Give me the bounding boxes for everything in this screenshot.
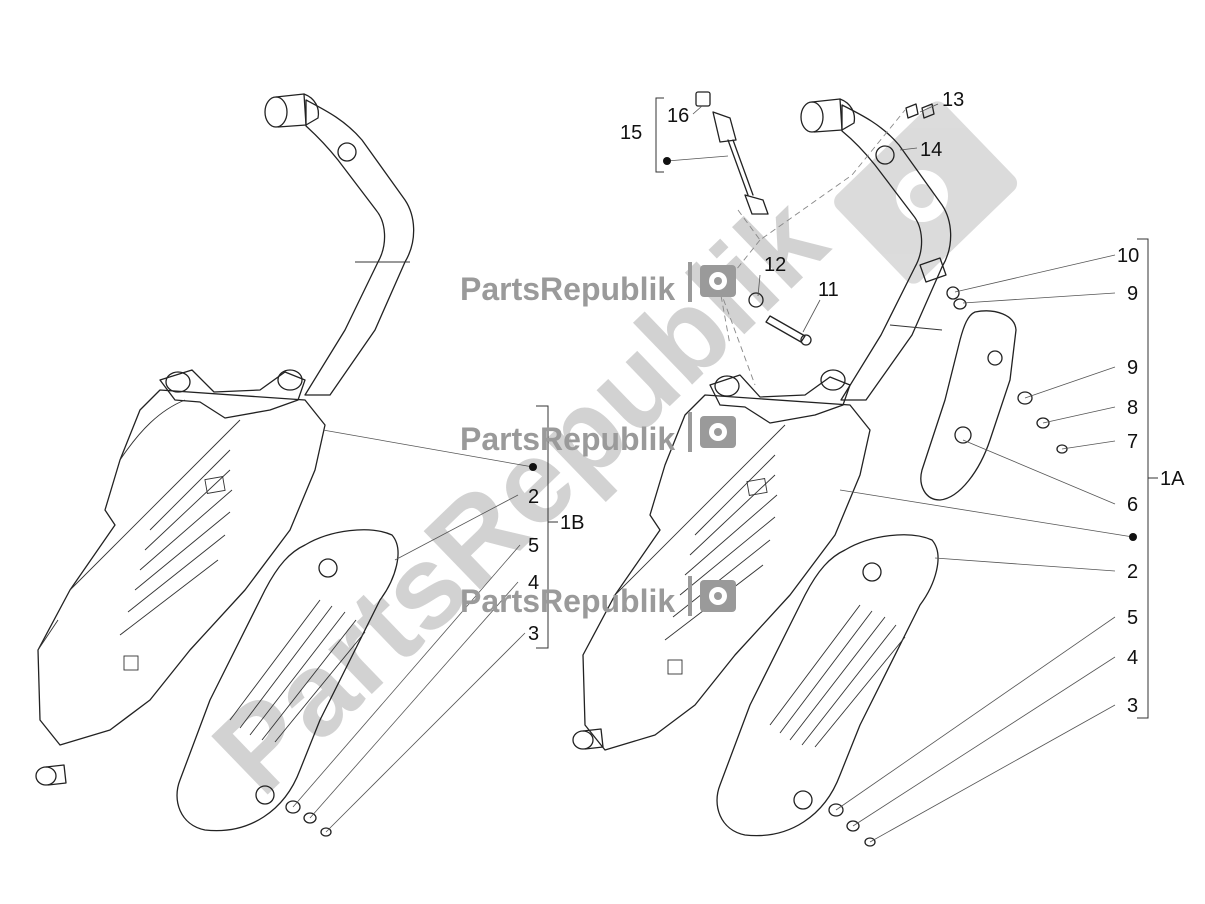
- watermark-text: PartsRepublik: [460, 583, 675, 619]
- left-exhaust-assembly: [35, 93, 415, 837]
- left-muffler-body: [37, 389, 326, 746]
- callout-8: 8: [1127, 397, 1138, 419]
- callout-9b: 9: [1127, 357, 1138, 379]
- watermark-small-2: PartsRepublik: [460, 412, 736, 457]
- left-group-dot: [529, 463, 537, 471]
- right-exhaust-assembly: [572, 98, 1068, 847]
- callout-2-left: 2: [528, 486, 539, 508]
- clips-13: [905, 103, 935, 119]
- callout-2-right: 2: [1127, 561, 1138, 583]
- left-muffler-ribs: [119, 449, 233, 636]
- callout-5-left: 5: [528, 535, 539, 557]
- leader-lines: [292, 103, 1134, 843]
- oxygen-sensor: [695, 91, 769, 215]
- left-inlet-flange: [264, 93, 320, 128]
- callout-4-right: 4: [1127, 647, 1138, 669]
- watermark-text: PartsRepublik: [460, 421, 675, 457]
- bracket-15: [655, 97, 664, 173]
- callout-1a: 1A: [1160, 468, 1185, 490]
- callout-16: 16: [667, 105, 689, 127]
- callout-5-right: 5: [1127, 607, 1138, 629]
- callout-1b: 1B: [560, 512, 584, 534]
- callout-15: 15: [620, 122, 642, 144]
- right-small-guard: [920, 310, 1017, 501]
- watermark-diagonal: PartsRepublik: [188, 172, 851, 818]
- gear-icon: [700, 265, 736, 297]
- callouts: 2 5 4 3 1B 16 15 13 14 12 11 10 9 9 8 7 …: [528, 89, 1185, 717]
- left-nut-5: [285, 800, 301, 814]
- washer-12: [748, 292, 764, 308]
- right-heat-shield: [716, 534, 939, 837]
- right-group-dot: [1129, 533, 1137, 541]
- callout-9a: 9: [1127, 283, 1138, 305]
- right-hanger: [709, 374, 851, 424]
- callout-3-right: 3: [1127, 695, 1138, 717]
- left-header-pipe: [304, 99, 415, 396]
- right-inlet-flange: [800, 98, 856, 133]
- left-hanger: [159, 369, 306, 419]
- left-washer-4: [303, 812, 317, 824]
- bracket-1a: [1137, 238, 1158, 719]
- watermark-gear-large-icon: [834, 101, 1018, 284]
- callout-3-left: 3: [528, 623, 539, 645]
- callout-7: 7: [1127, 431, 1138, 453]
- left-screw-3: [320, 827, 332, 837]
- callout-6: 6: [1127, 494, 1138, 516]
- callout-14: 14: [920, 139, 942, 161]
- watermark-small-3: PartsRepublik: [460, 576, 736, 619]
- callout-13: 13: [942, 89, 964, 111]
- callout-4-left: 4: [528, 572, 539, 594]
- callout-10: 10: [1117, 245, 1139, 267]
- bracket-1b: [536, 405, 558, 649]
- gear-icon: [700, 416, 736, 448]
- right-muffler-ribs: [664, 454, 778, 641]
- gear-icon: [700, 580, 736, 612]
- watermark-text: PartsRepublik: [460, 271, 675, 307]
- watermark-small-1: PartsRepublik: [460, 262, 736, 307]
- callout-11: 11: [818, 279, 839, 301]
- left-heat-shield: [176, 529, 399, 832]
- right-muffler-body: [582, 394, 871, 751]
- callout-12: 12: [764, 254, 786, 276]
- sensor-group-dot: [663, 157, 671, 165]
